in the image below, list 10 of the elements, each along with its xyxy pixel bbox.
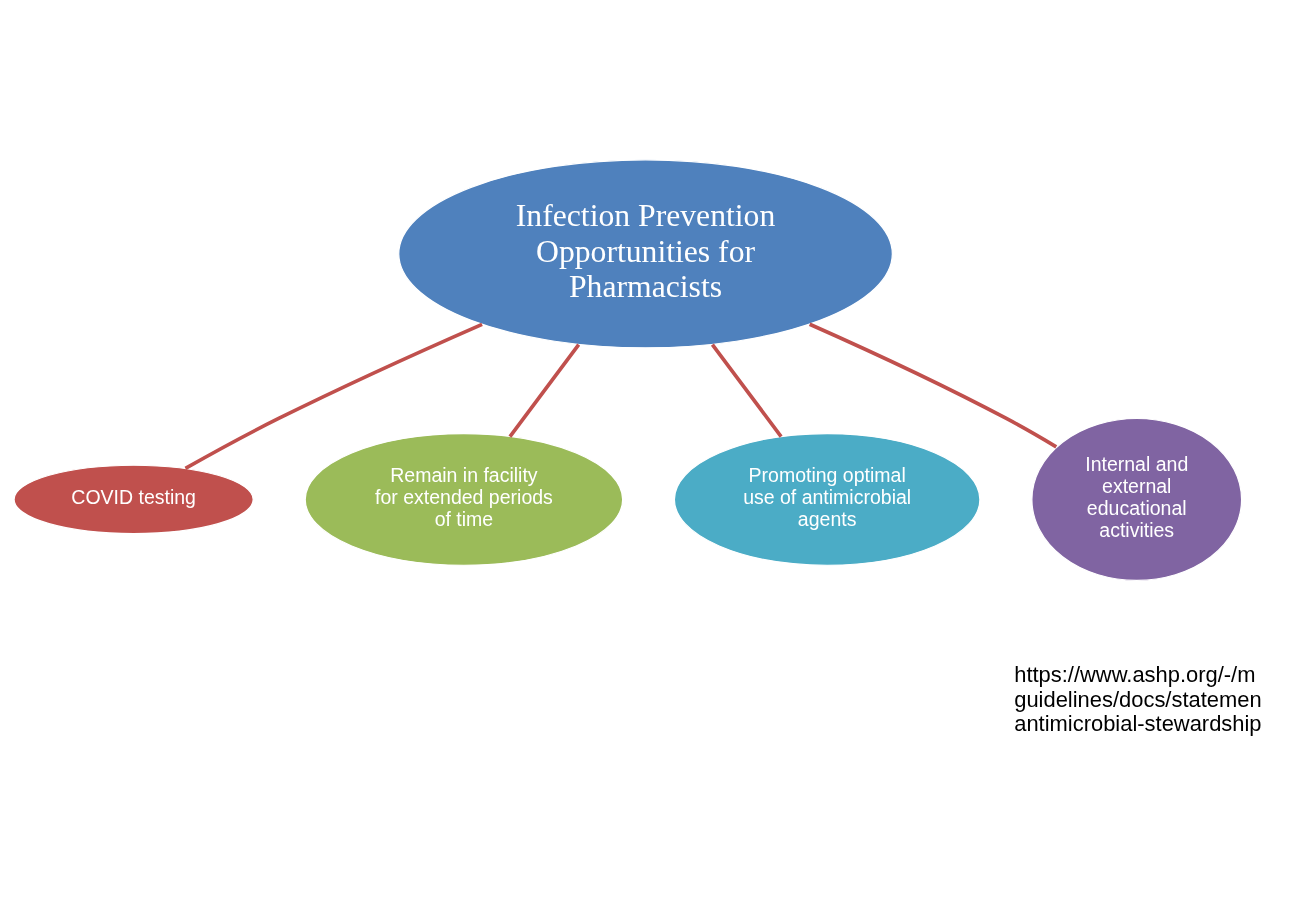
node-ellipse: Infection Prevention Opportunities for Pharmacists — [398, 158, 893, 348]
label: https://www.ashp.org/-/m guidelines/docs/statemen antimicrobial-stewardship — [1014, 661, 1262, 736]
connector — [508, 342, 581, 438]
connector — [184, 322, 483, 470]
connector — [808, 322, 1058, 448]
node-ellipse: COVID testing — [13, 464, 254, 534]
node-ellipse: Remain in facility for extended periods of time — [304, 432, 624, 566]
node-ellipse: Promoting optimal use of antimicrobial agents — [673, 432, 981, 566]
node-ellipse: Internal and external educational activities — [1031, 417, 1243, 581]
connector — [710, 342, 783, 438]
